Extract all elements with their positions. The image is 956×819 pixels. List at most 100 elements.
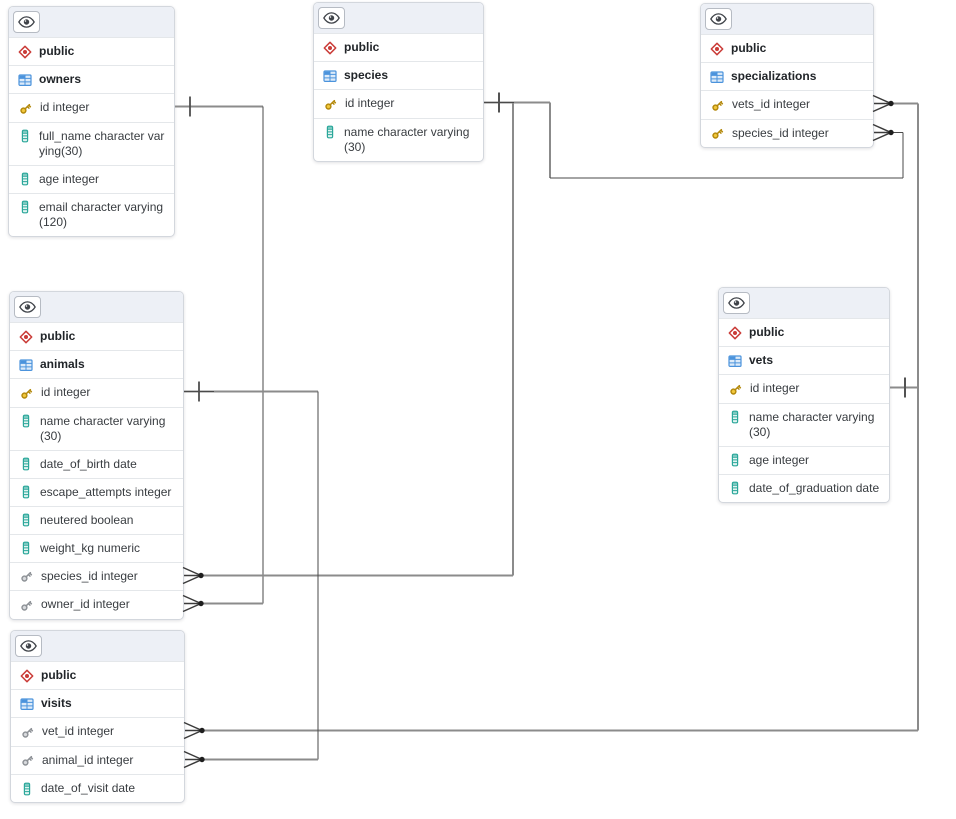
column-icon (19, 414, 33, 428)
column-row: neutered boolean (10, 505, 183, 534)
column-row: id integer (9, 93, 174, 122)
relationship-line-owners-animals (175, 96, 264, 613)
column-row: date_of_birth date (10, 449, 183, 478)
diamond-icon (18, 45, 32, 59)
eye-toggle-button[interactable] (705, 8, 732, 30)
schema-row: public (10, 322, 183, 350)
gray-key-icon (19, 598, 34, 613)
crow-foot-marker (872, 94, 894, 113)
table-node-animals[interactable]: public animals id integer name character va… (9, 291, 184, 620)
schema-row: public (701, 34, 873, 62)
column-row-label: species_id integer (41, 568, 138, 583)
eye-icon (710, 13, 727, 25)
gray-key-icon (20, 753, 35, 768)
column-row-label: age integer (39, 171, 100, 186)
column-row: id integer (10, 378, 183, 407)
table-grid-icon (20, 697, 34, 711)
schema-row: public (9, 37, 174, 65)
column-icon (18, 129, 32, 143)
column-row-label: name character varying(30) (344, 124, 470, 154)
schema-row-label: public (40, 329, 76, 343)
column-row: age integer (9, 164, 174, 193)
column-row: name character varying(30) (314, 117, 483, 161)
column-row-label: escape_attempts integer (40, 484, 172, 499)
column-row-label: vets_id integer (732, 97, 811, 111)
column-icon (728, 481, 742, 495)
table-node-header (11, 631, 184, 661)
column-row-label: date_of_birth date (40, 456, 137, 471)
gold-key-icon (710, 126, 725, 141)
relationship-line-animals-visits (183, 381, 319, 769)
eye-icon (18, 16, 35, 28)
schema-row: public (11, 661, 184, 689)
table-name-row: visits (11, 689, 184, 717)
column-row: vet_id integer (11, 717, 184, 746)
gold-key-icon (710, 98, 725, 113)
table-node-header (9, 7, 174, 37)
diamond-icon (323, 41, 337, 55)
table-name-row: animals (10, 350, 183, 378)
column-row: id integer (719, 374, 889, 403)
eye-toggle-button[interactable] (318, 7, 345, 29)
crow-foot-marker (183, 750, 205, 769)
column-icon (20, 782, 34, 796)
column-row: age integer (719, 445, 889, 474)
column-row: id integer (314, 89, 483, 118)
column-row: vets_id integer (701, 90, 873, 119)
column-icon (18, 172, 32, 186)
table-name-row-label: vets (749, 353, 774, 367)
diamond-icon (20, 669, 34, 683)
table-name-row: vets (719, 346, 889, 374)
eye-icon (728, 297, 745, 309)
column-row: species_id integer (701, 118, 873, 148)
column-row-label: weight_kg numeric (40, 540, 141, 555)
column-row: species_id integer (10, 561, 183, 591)
column-row-label: name character varying(30) (749, 409, 875, 439)
crow-foot-marker (183, 721, 205, 740)
crow-foot-marker (872, 123, 894, 142)
column-row: date_of_visit date (11, 774, 184, 802)
column-row-label: id integer (345, 96, 395, 110)
column-row: full_name character varying(30) (9, 121, 174, 165)
column-row: date_of_graduation date (719, 473, 889, 502)
column-row-label: id integer (40, 100, 90, 114)
table-grid-icon (710, 70, 724, 84)
column-icon (19, 457, 33, 471)
table-grid-icon (728, 354, 742, 368)
column-icon (728, 410, 742, 424)
column-icon (19, 541, 33, 555)
crow-foot-marker (182, 594, 204, 613)
gray-key-icon (19, 569, 34, 584)
column-row: owner_id integer (10, 590, 183, 619)
eye-icon (323, 12, 340, 24)
crow-foot-marker (182, 566, 204, 585)
eye-toggle-button[interactable] (723, 292, 750, 314)
eye-toggle-button[interactable] (14, 296, 41, 318)
column-row-label: date_of_visit date (41, 781, 136, 795)
gold-key-icon (728, 382, 743, 397)
table-node-header (701, 4, 873, 34)
eye-toggle-button[interactable] (13, 11, 40, 33)
schema-row: public (719, 318, 889, 346)
schema-row-label: public (749, 325, 785, 339)
column-row: name character varying(30) (719, 402, 889, 446)
column-row-label: animal_id integer (42, 752, 134, 767)
table-node-vets[interactable]: public vets id integer name character varyi… (718, 287, 890, 503)
column-row-label: vet_id integer (42, 724, 115, 738)
column-row: email character varying(120) (9, 192, 174, 236)
table-name-row-label: animals (40, 357, 85, 371)
table-grid-icon (18, 73, 32, 87)
eye-toggle-button[interactable] (15, 635, 42, 657)
table-name-row: owners (9, 65, 174, 93)
gold-key-icon (19, 386, 34, 401)
table-node-header (719, 288, 889, 318)
column-row-label: name character varying(30) (40, 413, 166, 443)
gold-key-icon (18, 101, 33, 116)
column-icon (728, 453, 742, 467)
table-node-header (314, 3, 483, 33)
